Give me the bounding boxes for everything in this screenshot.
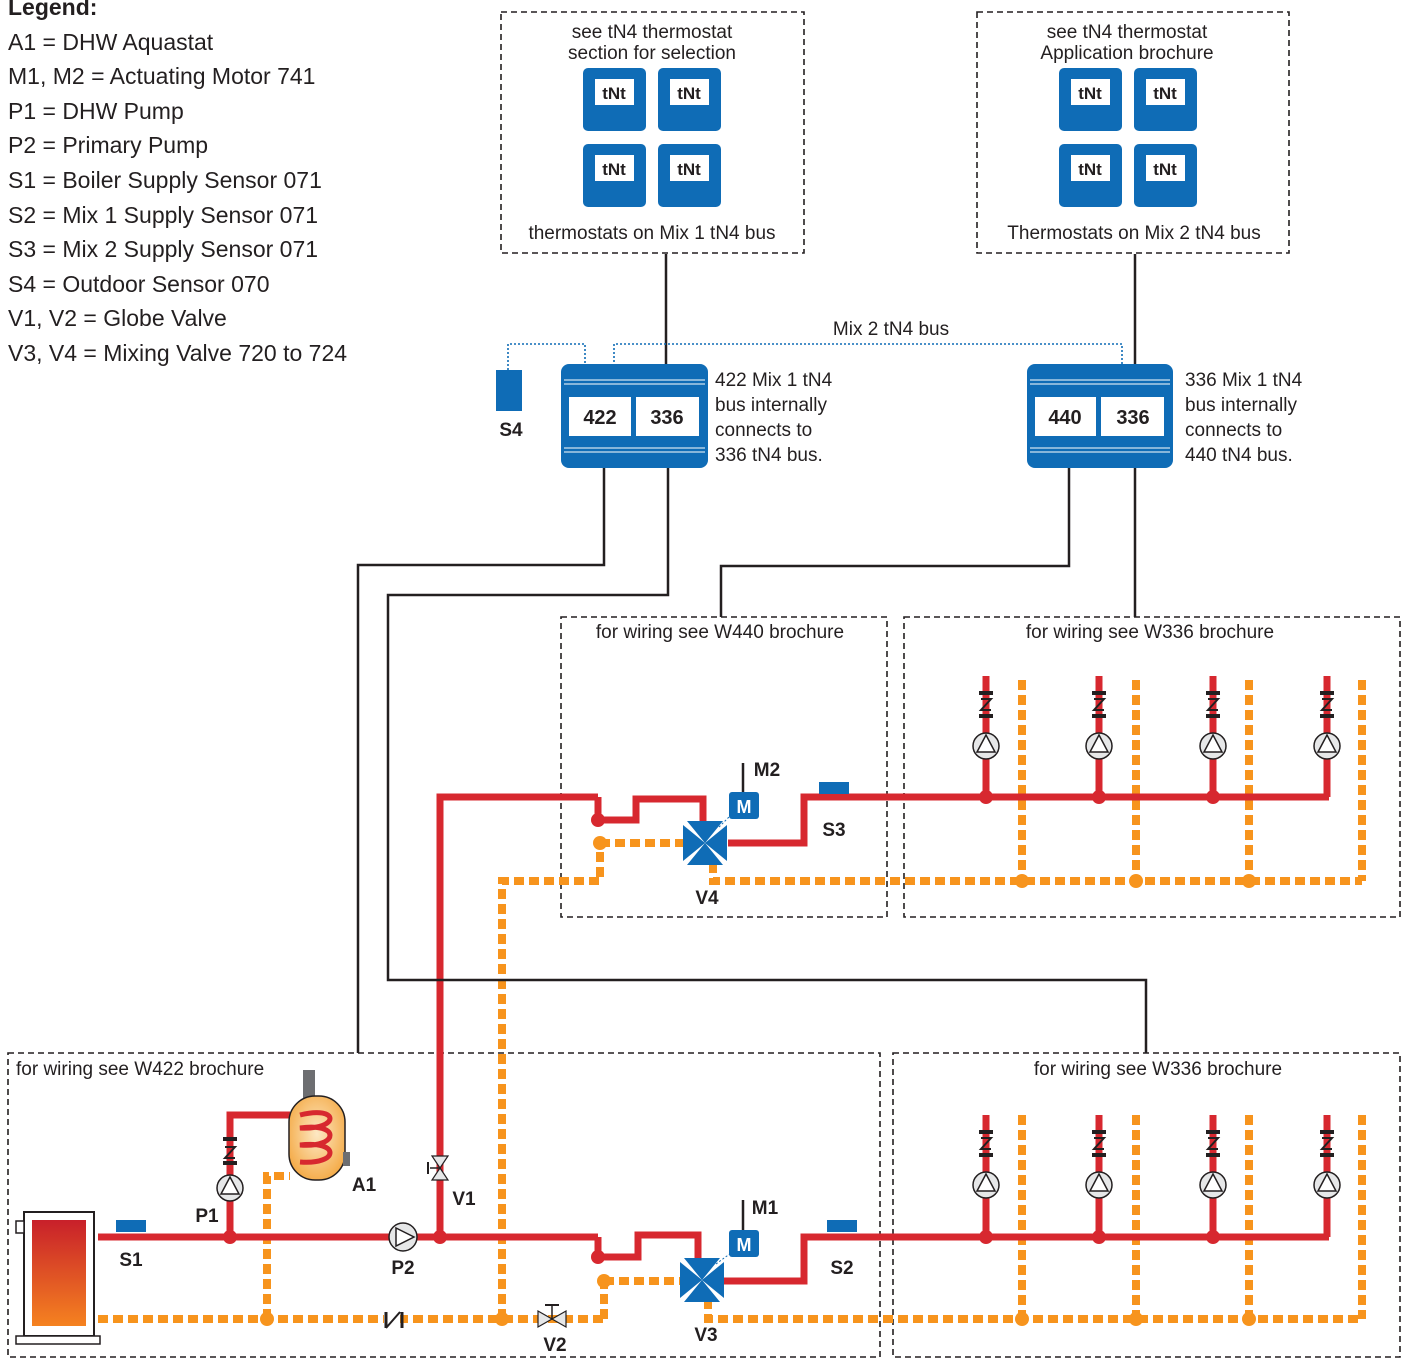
thermostat-label: tNt	[677, 84, 701, 103]
thermostat-label: tNt	[602, 84, 626, 103]
label-s1: S1	[119, 1250, 143, 1271]
label-p2: P2	[391, 1258, 414, 1279]
outdoor-sensor-icon	[496, 370, 522, 411]
thermostat-label: tNt	[1078, 160, 1102, 179]
dhw-pump-p1-icon	[216, 1137, 244, 1202]
zone-boxes	[7, 11, 1401, 1358]
thermostat-label: tNt	[602, 160, 626, 179]
control-unit-440-336: 440 336	[1027, 364, 1173, 468]
return-piping	[98, 680, 1366, 1323]
thermostat-group-1: tNt tNt tNt tNt	[583, 68, 721, 207]
legend-item: S3 = Mix 2 Supply Sensor 071	[8, 236, 319, 263]
label-s4: S4	[499, 420, 523, 441]
control-1-note: bus internally	[715, 395, 827, 416]
label-p1: P1	[195, 1206, 219, 1227]
control-1-note: 336 tN4 bus.	[715, 445, 823, 466]
wiring-label-w336-top: for wiring see W336 brochure	[1026, 622, 1274, 643]
sensor-s2-icon	[827, 1220, 857, 1232]
mixing-valve-v3-icon	[680, 1258, 724, 1302]
legend: Legend: A1 = DHW Aquastat M1, M2 = Actua…	[8, 0, 347, 371]
thermostat-box-2-line2: Application brochure	[1040, 43, 1213, 64]
legend-item: S4 = Outdoor Sensor 070	[8, 270, 270, 297]
label-m2: M2	[754, 760, 780, 781]
thermostat-label: tNt	[1153, 160, 1177, 179]
legend-item: S2 = Mix 1 Supply Sensor 071	[8, 201, 319, 228]
thermostat-box-2-footer: Thermostats on Mix 2 tN4 bus	[1007, 223, 1260, 244]
legend-item: V1, V2 = Globe Valve	[8, 305, 227, 332]
sensor-s1-icon	[116, 1220, 146, 1232]
label-v4: V4	[695, 888, 719, 909]
zone-pumps-mix2	[972, 691, 1341, 760]
legend-item: V3, V4 = Mixing Valve 720 to 724	[8, 339, 348, 366]
label-s2: S2	[830, 1258, 853, 1279]
control-1-left-label: 422	[583, 407, 616, 429]
check-valve-icon	[384, 1310, 404, 1329]
dhw-tank-icon	[288, 1070, 350, 1181]
zone-pumps-mix1	[972, 1130, 1341, 1199]
thermostat-box-1-line1: see tN4 thermostat	[572, 22, 733, 43]
legend-title: Legend:	[8, 0, 98, 20]
legend-item: M1, M2 = Actuating Motor 741	[8, 63, 316, 90]
control-2-note: connects to	[1185, 420, 1282, 441]
boiler-icon	[15, 1211, 101, 1345]
motor-m1-icon: M	[729, 1230, 759, 1257]
supply-piping	[98, 676, 1331, 1285]
motor-m2-icon: M	[729, 792, 759, 819]
control-1-right-label: 336	[650, 407, 683, 429]
globe-valve-v1-icon	[427, 1155, 450, 1181]
thermostat-label: tNt	[1078, 84, 1102, 103]
label-s3: S3	[822, 820, 845, 841]
control-2-note: 440 tN4 bus.	[1185, 445, 1293, 466]
supply-junctions	[223, 790, 1220, 1264]
wiring-label-w422: for wiring see W422 brochure	[16, 1059, 264, 1080]
label-v2: V2	[543, 1335, 566, 1356]
bus-label: Mix 2 tN4 bus	[833, 319, 949, 340]
wiring-label-w336-bottom: for wiring see W336 brochure	[1034, 1059, 1282, 1080]
motor-letter: M	[737, 1235, 752, 1255]
thermostat-group-2: tNt tNt tNt tNt	[1059, 68, 1197, 207]
thermostat-label: tNt	[1153, 84, 1177, 103]
label-v3: V3	[694, 1325, 717, 1346]
legend-item: P2 = Primary Pump	[8, 132, 209, 159]
thermostat-label: tNt	[677, 160, 701, 179]
sensor-s3-icon	[819, 782, 849, 794]
control-2-left-label: 440	[1048, 407, 1081, 429]
globe-valve-v2-icon	[537, 1304, 567, 1329]
bus-wiring	[507, 343, 1123, 370]
control-unit-422-336: 422 336	[561, 364, 708, 468]
control-2-right-label: 336	[1116, 407, 1149, 429]
thermostat-box-2-line1: see tN4 thermostat	[1047, 22, 1208, 43]
thermostat-box-1-line2: section for selection	[568, 43, 736, 64]
mixing-valve-v4-icon	[683, 821, 727, 865]
legend-item: A1 = DHW Aquastat	[8, 28, 214, 55]
control-1-note: connects to	[715, 420, 812, 441]
legend-item: S1 = Boiler Supply Sensor 071	[8, 166, 322, 193]
label-a1: A1	[352, 1175, 377, 1196]
control-wiring	[356, 254, 1148, 1230]
control-2-note: bus internally	[1185, 395, 1297, 416]
label-m1: M1	[752, 1198, 779, 1219]
label-v1: V1	[452, 1189, 476, 1210]
control-2-note: 336 Mix 1 tN4	[1185, 370, 1303, 391]
control-1-note: 422 Mix 1 tN4	[715, 370, 833, 391]
primary-pump-p2-icon	[388, 1222, 418, 1252]
motor-letter: M	[737, 797, 752, 817]
thermostat-box-1-footer: thermostats on Mix 1 tN4 bus	[528, 223, 775, 244]
wiring-label-w440: for wiring see W440 brochure	[596, 622, 844, 643]
return-junctions	[260, 836, 1256, 1326]
legend-item: P1 = DHW Pump	[8, 97, 184, 124]
